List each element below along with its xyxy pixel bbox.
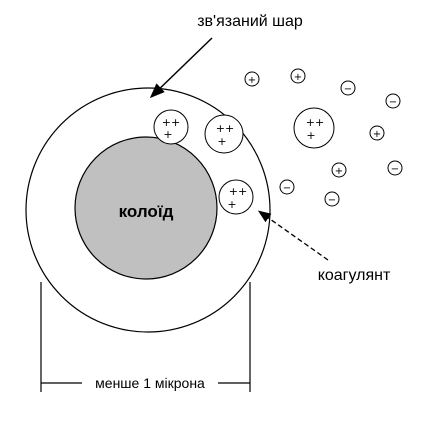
free-ion-plus-3: +: [369, 125, 385, 141]
free-ion-minus-4: −: [279, 179, 295, 195]
free-ion-minus-5: −: [324, 191, 340, 207]
svg-text:−: −: [391, 164, 399, 175]
svg-text:−: −: [344, 84, 352, 95]
free-ion-plus-4: +: [331, 162, 347, 178]
svg-text:++: ++: [229, 185, 247, 198]
bound-ion-2: ++ +: [204, 114, 244, 154]
size-bracket: [40, 282, 251, 392]
svg-text:−: −: [283, 183, 291, 194]
free-ion-large: ++ +: [293, 107, 335, 149]
svg-text:+: +: [217, 135, 226, 148]
svg-text:+: +: [248, 75, 256, 86]
coagulant-label: коагулянт: [318, 267, 391, 284]
colloid-label: колоїд: [119, 202, 174, 221]
svg-text:+: +: [163, 128, 172, 141]
free-ion-minus-1: −: [340, 80, 356, 96]
svg-text:+: +: [373, 129, 381, 140]
bound-ion-3: ++ +: [218, 179, 254, 215]
size-label: менше 1 мікрона: [95, 375, 205, 391]
svg-text:−: −: [389, 97, 397, 108]
svg-text:+: +: [306, 129, 315, 142]
bound-layer-arrow: [149, 37, 213, 99]
bound-ion-1: ++ +: [153, 109, 189, 145]
svg-text:++: ++: [306, 116, 324, 129]
bound-layer-label: зв'язаний шар: [197, 13, 303, 30]
svg-text:+: +: [335, 166, 343, 177]
free-ion-plus-2: +: [290, 68, 306, 84]
colloid-core: [74, 136, 218, 280]
svg-text:+: +: [227, 198, 236, 211]
free-ion-plus-1: +: [244, 71, 260, 87]
svg-text:++: ++: [216, 122, 234, 135]
svg-text:−: −: [328, 195, 336, 206]
coagulant-arrow: [257, 210, 329, 261]
svg-text:+: +: [294, 72, 302, 83]
free-ion-minus-2: −: [385, 93, 401, 109]
svg-text:++: ++: [162, 116, 180, 129]
free-ion-minus-3: −: [387, 160, 403, 176]
